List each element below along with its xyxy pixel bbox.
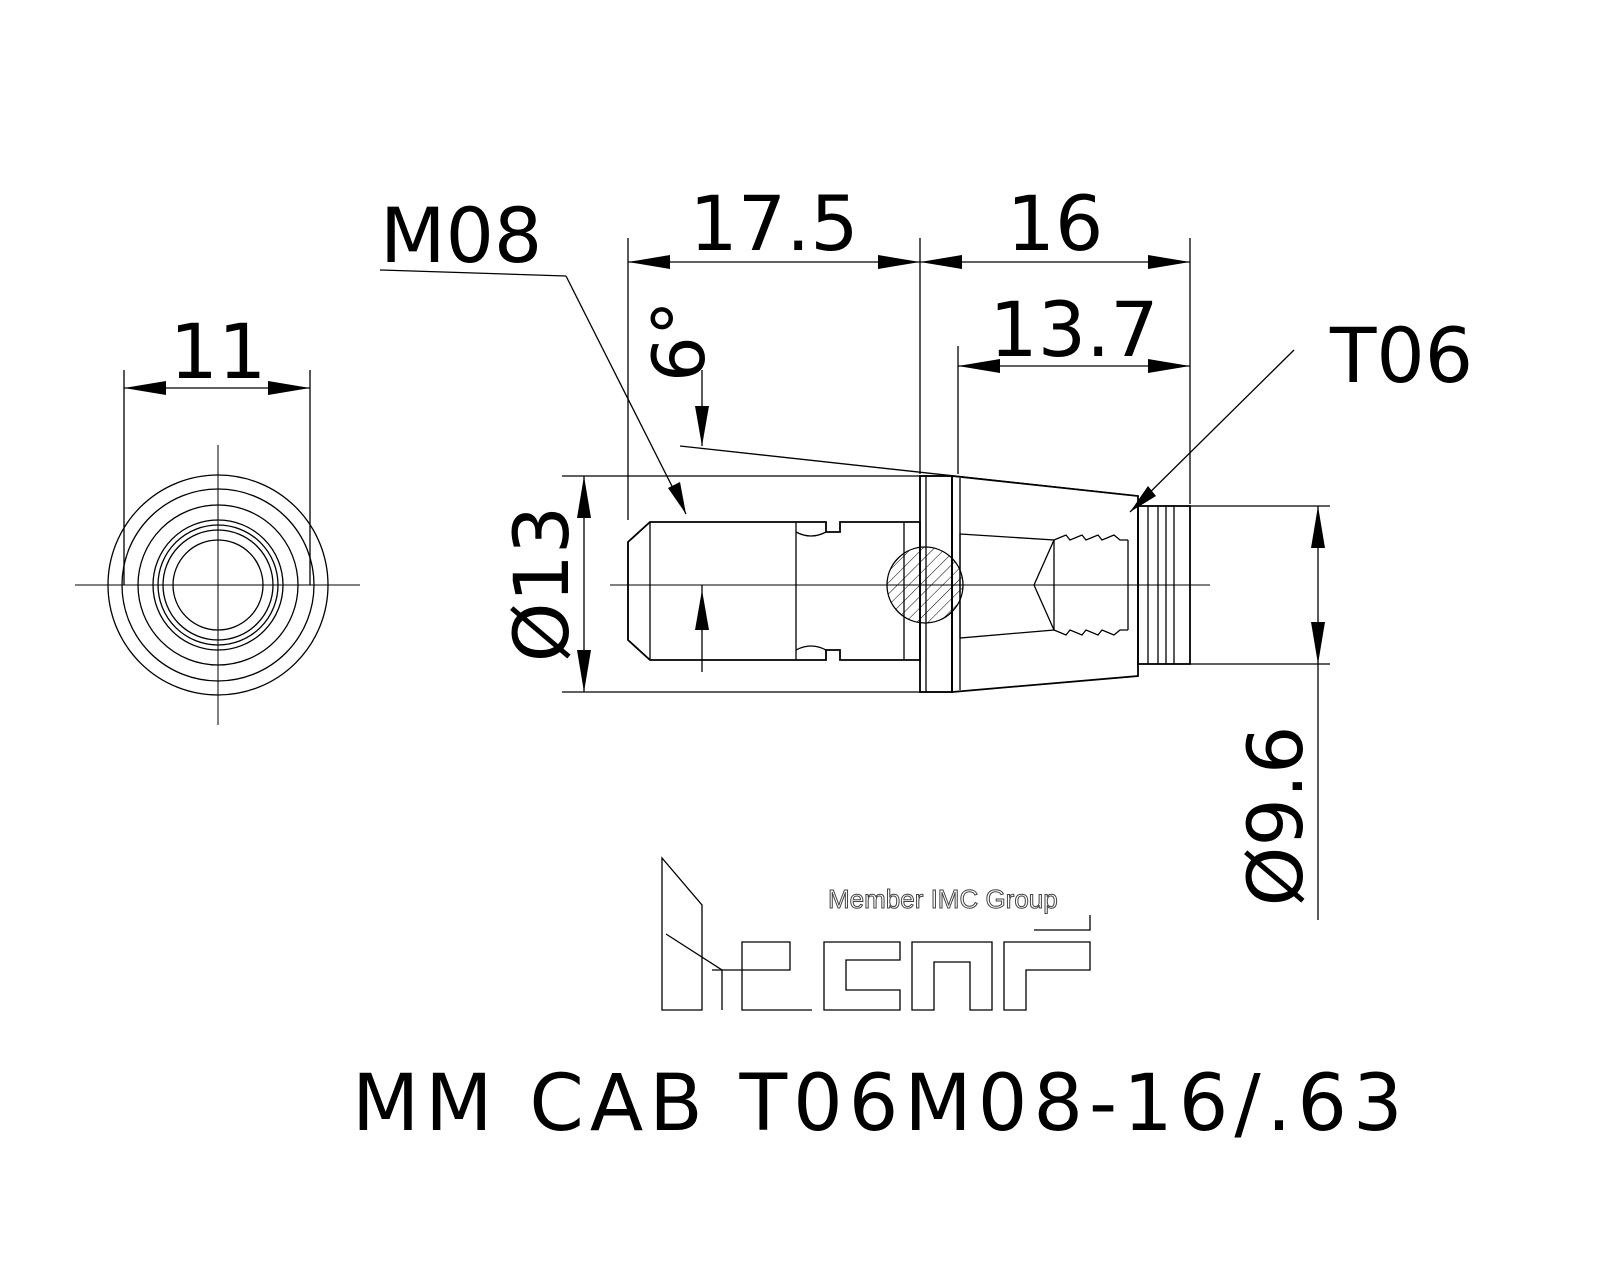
label-thread-m08: M08 — [380, 191, 542, 280]
part-title: MM CAB T06M08-16/.63 — [352, 1059, 1409, 1149]
logo-tagline: Member IMC Group — [828, 884, 1058, 914]
dim-length-taper: 13.7 — [989, 285, 1158, 374]
dim-length-shank: 17.5 — [689, 179, 858, 268]
side-view: 17.5 16 13.7 6° Ø13 Ø9.6 M08 — [379, 179, 1473, 920]
dim-width-end: 11 — [170, 307, 267, 396]
dim-length-head: 16 — [1007, 179, 1104, 268]
dim-dia-body: Ø13 — [497, 506, 586, 663]
end-view: 11 — [75, 307, 360, 725]
dim-dia-tip: Ø9.6 — [1231, 726, 1320, 907]
label-torx-t06: T06 — [1329, 311, 1473, 400]
iscar-logo: Member IMC Group — [661, 856, 1091, 1011]
dim-angle: 6° — [637, 300, 721, 382]
